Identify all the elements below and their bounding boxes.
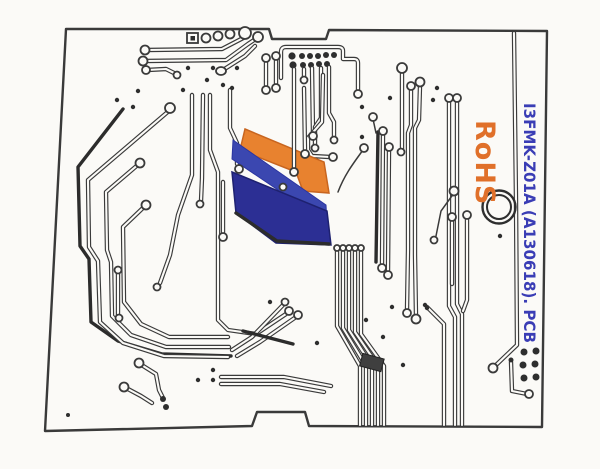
- smd-chip: [358, 352, 385, 373]
- trace-group-left-c: [76, 102, 233, 360]
- part-number-label: I3FMK-Z01A (A130618). PCB: [520, 103, 539, 343]
- trace-group-bottom-right: [424, 30, 540, 428]
- trace-group-bottom-left: [118, 357, 334, 410]
- trace-group-center: [152, 87, 303, 359]
- trace-group-top-right: [368, 62, 426, 325]
- rohs-label: RoHS: [469, 120, 500, 205]
- trace-group-top-left: [137, 26, 264, 80]
- connector-holes: [288, 52, 337, 69]
- board-outline: [43, 27, 549, 433]
- hole-cluster: [519, 347, 540, 382]
- component-navy-edge: [234, 211, 331, 246]
- via-dots: [66, 65, 503, 417]
- colored-component: [231, 66, 369, 246]
- ring-stamp: [481, 189, 517, 225]
- trace-bundle-bottom: [333, 244, 387, 428]
- connector-frame: [261, 44, 363, 162]
